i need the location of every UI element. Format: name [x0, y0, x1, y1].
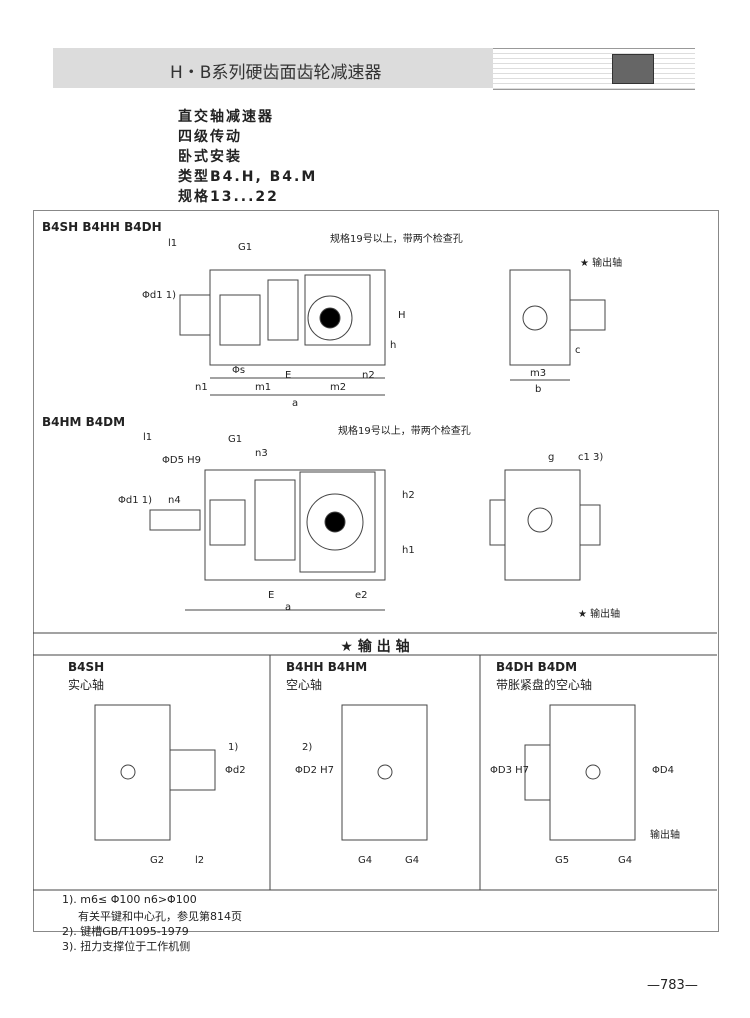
- dim-label: G2: [150, 855, 165, 866]
- dim-label: l1: [168, 238, 178, 249]
- dim-label: m1: [255, 382, 272, 393]
- drawing-title: B4HM B4DM: [42, 415, 126, 429]
- top-side-view: [179, 269, 386, 396]
- column-title: B4SH: [68, 660, 105, 674]
- dim-label: G4: [358, 855, 373, 866]
- drawing-note: 规格19号以上，带两个检查孔: [330, 234, 463, 245]
- dim-label: n4: [168, 495, 181, 506]
- mid-side-view: [149, 469, 386, 611]
- section-title: ★ 输 出 轴: [340, 639, 410, 655]
- drawing-title: B4SH B4HH B4DH: [42, 220, 162, 234]
- subtitle-line: 类型B4.H, B4.M: [178, 169, 318, 185]
- output-solid-view: [94, 704, 216, 841]
- dim-label: ΦD3 H7: [490, 765, 529, 776]
- column-title: B4DH B4DM: [496, 660, 578, 674]
- footnote: 2). 键槽GB/T1095-1979: [62, 925, 189, 938]
- dim-label: E: [285, 370, 292, 381]
- dim-label: G1: [238, 242, 253, 253]
- dim-label: h1: [402, 545, 415, 556]
- dim-label: H: [398, 310, 406, 321]
- dim-label: l2: [195, 855, 205, 866]
- dim-label: 1): [228, 742, 239, 753]
- dim-label: h2: [402, 490, 415, 501]
- dim-label: c1 3): [578, 452, 604, 463]
- column-subtitle: 实心轴: [68, 678, 105, 692]
- output-hollow-view: [341, 704, 428, 841]
- footnote: 1). m6≤ Φ100 n6>Φ100: [62, 893, 197, 906]
- output-shaft-label: ★ 输出轴: [580, 258, 623, 269]
- dim-label: h: [390, 340, 397, 351]
- dim-label: Φd2: [225, 765, 246, 776]
- dim-label: m2: [330, 382, 347, 393]
- dim-label: n3: [255, 448, 268, 459]
- dim-label: ΦD4: [652, 765, 674, 776]
- dim-label: l1: [143, 432, 153, 443]
- drawing-frame: [33, 210, 719, 932]
- header-decoration: [493, 48, 695, 90]
- dim-label: Φd1 1): [142, 290, 177, 301]
- column-subtitle: 带胀紧盘的空心轴: [496, 678, 593, 692]
- dim-label: m3: [530, 368, 547, 379]
- dim-label: G1: [228, 434, 243, 445]
- page-title: H・B系列硬齿面齿轮减速器: [170, 63, 382, 83]
- subtitle-line: 规格13...22: [178, 189, 279, 205]
- footnote: 有关平键和中心孔，参见第814页: [78, 910, 242, 923]
- dim-label: G5: [555, 855, 570, 866]
- subtitle-line: 卧式安装: [178, 149, 242, 165]
- dim-label: c: [575, 345, 581, 356]
- output-shrink-view: [524, 704, 636, 841]
- dim-label: n2: [362, 370, 375, 381]
- dim-label: 输出轴: [650, 830, 680, 841]
- column-subtitle: 空心轴: [286, 678, 323, 692]
- dim-label: Φd1 1): [118, 495, 153, 506]
- dim-label: Φs: [232, 365, 246, 376]
- dim-label: G4: [618, 855, 633, 866]
- column-title: B4HH B4HM: [286, 660, 368, 674]
- subtitle-line: 四级传动: [178, 129, 242, 145]
- dim-label: n1: [195, 382, 208, 393]
- page-number: —783—: [647, 978, 698, 993]
- dim-label: g: [548, 452, 555, 463]
- dim-label: b: [535, 384, 542, 395]
- dim-label: ΦD5 H9: [162, 455, 201, 466]
- mid-end-view: [489, 469, 601, 581]
- subtitle-line: 直交轴减速器: [178, 109, 274, 125]
- dim-label: a: [292, 398, 299, 409]
- dim-label: e2: [355, 590, 368, 601]
- drawing-note: 规格19号以上，带两个检查孔: [338, 426, 471, 437]
- output-shaft-label: ★ 输出轴: [578, 609, 621, 620]
- dim-label: E: [268, 590, 275, 601]
- header-band: [53, 48, 493, 88]
- dim-label: 2): [302, 742, 313, 753]
- dim-label: ΦD2 H7: [295, 765, 334, 776]
- top-end-view: [509, 269, 606, 381]
- dim-label: G4: [405, 855, 420, 866]
- gearbox-thumbnail: [612, 54, 654, 84]
- dim-label: a: [285, 602, 292, 613]
- footnote: 3). 扭力支撑位于工作机侧: [62, 940, 191, 953]
